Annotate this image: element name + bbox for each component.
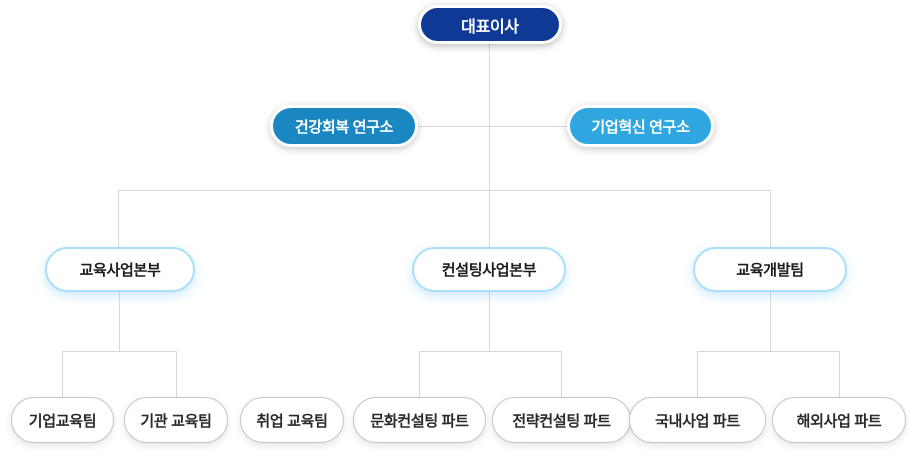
node-division-education-development: 교육개발팀 bbox=[693, 247, 847, 292]
connector-left-drop bbox=[118, 190, 119, 247]
connector-institutes-horizontal bbox=[418, 126, 567, 127]
connector-right-drop bbox=[770, 190, 771, 247]
node-division-consulting-business: 컨설팅사업본부 bbox=[412, 247, 566, 292]
node-team-corporate-education: 기업교육팀 bbox=[11, 397, 114, 443]
connector-team1-drop bbox=[62, 351, 63, 397]
node-ceo: 대표이사 bbox=[418, 5, 562, 44]
connector-team7-drop bbox=[839, 351, 840, 397]
connector-ceo-vertical bbox=[489, 44, 490, 247]
connector-development-sub-horizontal bbox=[697, 351, 839, 352]
connector-team2-drop bbox=[176, 351, 177, 397]
node-part-overseas-business: 해외사업 파트 bbox=[772, 397, 906, 443]
node-part-culture-consulting: 문화컨설팅 파트 bbox=[353, 397, 486, 443]
connector-education-down bbox=[119, 292, 120, 351]
connector-education-sub-horizontal bbox=[62, 351, 177, 352]
node-institute-health-recovery: 건강회복 연구소 bbox=[270, 105, 418, 147]
connector-consulting-sub-horizontal bbox=[419, 351, 561, 352]
node-part-domestic-business: 국내사업 파트 bbox=[629, 397, 766, 443]
node-team-institution-education: 기관 교육팀 bbox=[124, 397, 228, 443]
connector-team5-drop bbox=[561, 351, 562, 397]
node-part-strategy-consulting: 전략컨설팅 파트 bbox=[492, 397, 631, 443]
node-team-employment-education: 취업 교육팀 bbox=[240, 397, 344, 443]
connector-development-down bbox=[770, 292, 771, 351]
connector-team6-drop bbox=[697, 351, 698, 397]
connector-consulting-down bbox=[489, 292, 490, 351]
node-division-education-business: 교육사업본부 bbox=[45, 247, 195, 292]
node-institute-corporate-innovation: 기업혁신 연구소 bbox=[567, 105, 714, 147]
connector-team4-drop bbox=[419, 351, 420, 397]
connector-main-horizontal bbox=[118, 190, 770, 191]
